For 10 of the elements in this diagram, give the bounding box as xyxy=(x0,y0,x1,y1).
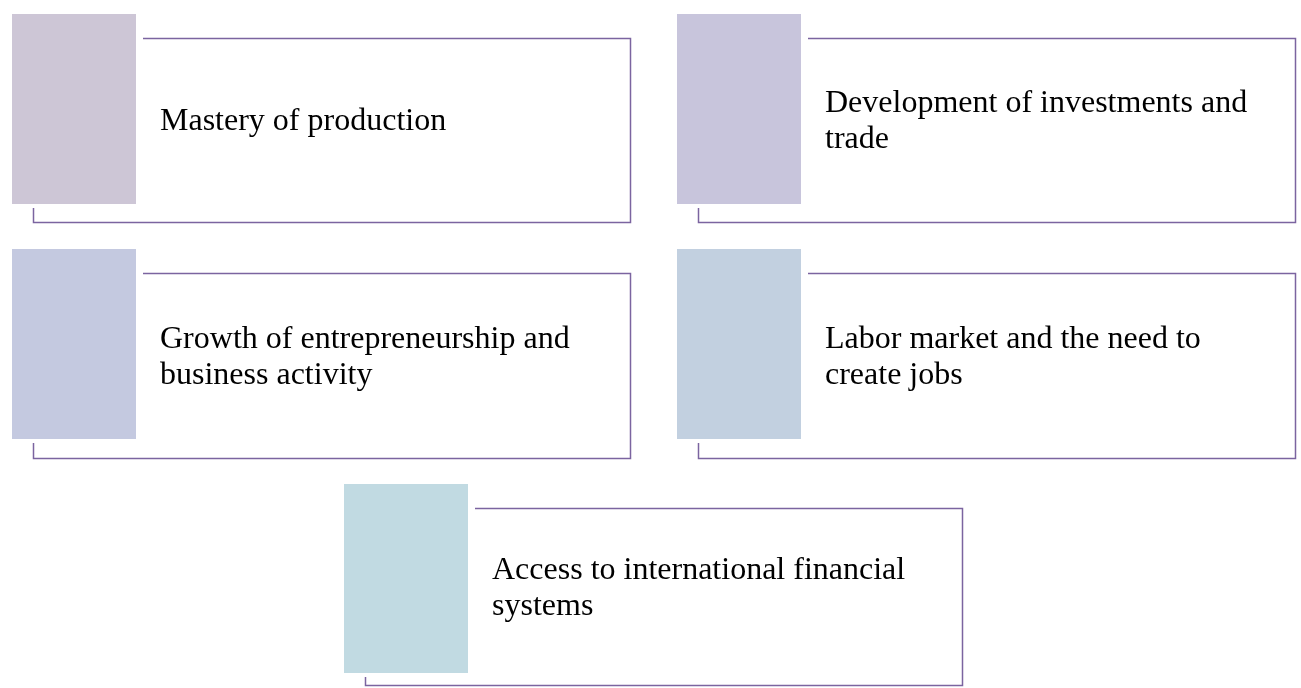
card-text: Development of investments and trade xyxy=(825,83,1249,155)
list-card xyxy=(677,14,1297,224)
list-card xyxy=(344,484,964,687)
card-text: Labor market and the need to create jobs xyxy=(825,318,1202,391)
list-card xyxy=(677,249,1297,460)
list-card xyxy=(12,249,632,460)
card-text: Access to international financial systems xyxy=(492,549,907,622)
card-text: Mastery of production xyxy=(160,101,448,137)
list-card xyxy=(12,14,632,224)
card-text: Growth of entrepreneurship and business activity xyxy=(160,318,571,391)
